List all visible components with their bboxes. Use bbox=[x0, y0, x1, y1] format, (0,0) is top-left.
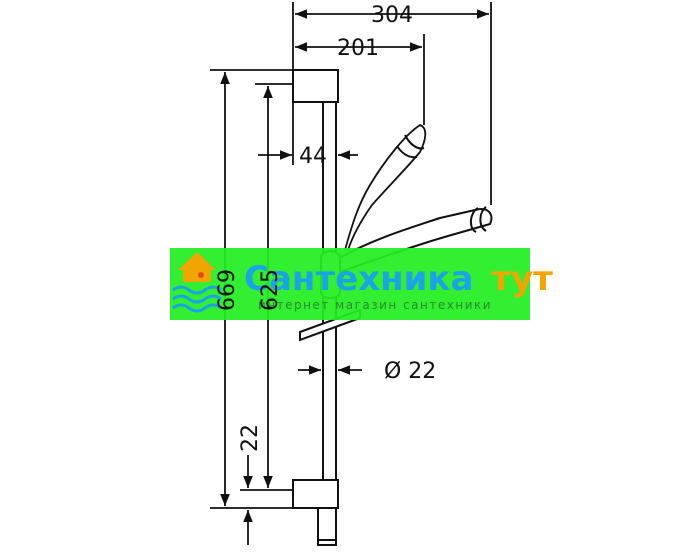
svg-text:Сантехника тут: Сантехника тут bbox=[244, 259, 553, 299]
dim-rail-height: 625 bbox=[258, 269, 283, 311]
watermark-brand-accent: тут bbox=[491, 259, 553, 299]
watermark-band bbox=[170, 248, 530, 320]
watermark-brand: Сантехника bbox=[244, 259, 473, 299]
dim-handshower-reach: 201 bbox=[337, 36, 379, 61]
dim-bottom-offset: 22 bbox=[238, 424, 263, 452]
dim-overall-height: 669 bbox=[215, 269, 240, 311]
dim-total-width: 304 bbox=[371, 3, 413, 28]
top-wall-bracket bbox=[292, 69, 339, 103]
dim-holder-offset: 44 bbox=[299, 144, 327, 169]
watermark-tagline: интернет магазин сантехники bbox=[258, 298, 492, 312]
dim-rail-diameter: Ø 22 bbox=[384, 359, 436, 384]
hose-connector bbox=[317, 508, 337, 546]
house-logo-icon bbox=[172, 252, 222, 313]
bottom-wall-bracket bbox=[292, 479, 339, 509]
hand-shower-tilted bbox=[344, 123, 427, 251]
watermark: Сантехника тут интернет магазин сантехни… bbox=[170, 248, 553, 320]
